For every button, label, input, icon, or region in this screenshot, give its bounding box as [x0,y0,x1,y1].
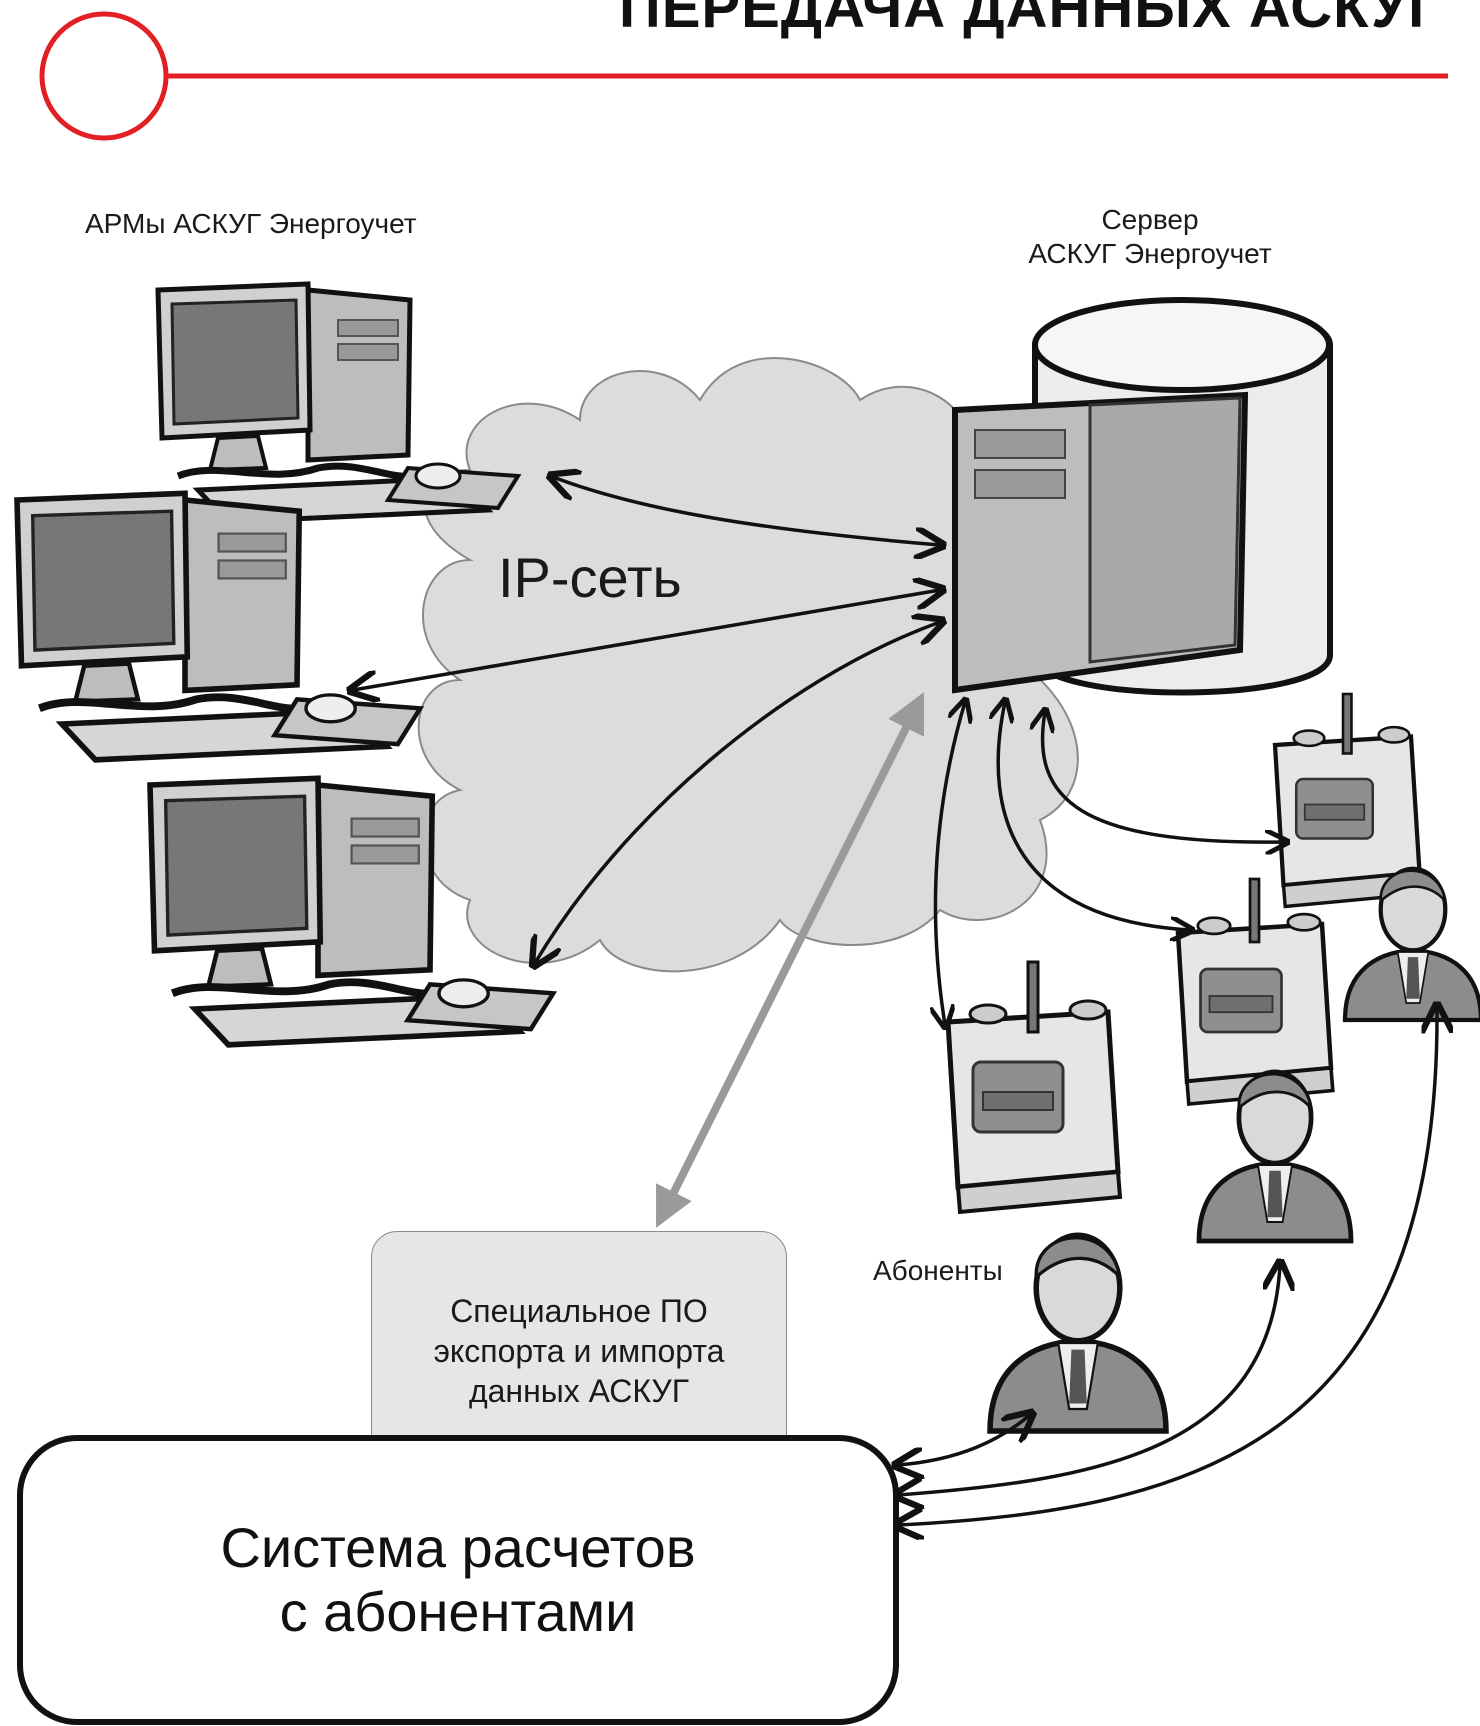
header-circle-icon [39,11,169,141]
server-label-line2: АСКУГ Энергоучет [1028,238,1272,269]
export-import-arrow [656,692,924,1228]
server-label: Сервер АСКУГ Энергоучет [1010,203,1290,271]
software-box-line3: данных АСКУГ [468,1373,690,1409]
software-box: Специальное ПО экспорта и импорта данных… [371,1231,787,1471]
billing-system-box: Система расчетов с абонентами [17,1435,899,1725]
subscribers-label: Абоненты [873,1255,1003,1286]
network-label: IP-сеть [498,546,682,609]
server-label-line1: Сервер [1101,204,1199,235]
computer-icon [158,284,518,522]
server-icon [952,297,1333,696]
gas-meter-icon [1178,879,1333,1104]
software-box-line1: Специальное ПО [450,1293,708,1329]
computer-icon [17,493,420,760]
billing-box-line1: Система расчетов [220,1516,696,1579]
gas-meter-icon [948,962,1120,1212]
software-box-line2: экспорта и импорта [433,1333,725,1369]
workstations-label: АРМы АСКУГ Энергоучет [85,208,417,239]
person-icon [990,1235,1166,1431]
page-title: ПЕРЕДАЧА ДАННЫХ АСКУГ [619,0,1442,40]
billing-box-line2: с абонентами [279,1580,637,1643]
